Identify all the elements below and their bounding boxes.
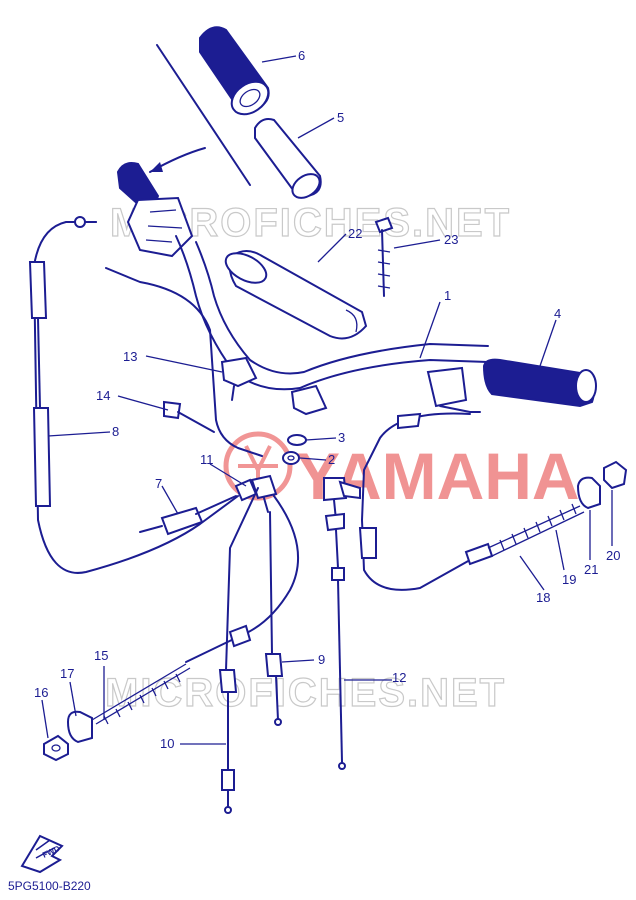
part-12-cable [323,477,361,770]
part-22-grip-pad [224,250,368,340]
callout-11: 11 [200,452,214,467]
part-19-spring [487,503,585,557]
part-2-nut [282,451,300,465]
callout-15: 15 [94,648,108,663]
part-8-clutch-cable [28,216,239,574]
part-17-bushing [66,710,93,744]
callout-5: 5 [337,110,344,125]
left-grip-assembly [116,162,194,258]
callout-16: 16 [34,685,48,700]
callout-7: 7 [155,476,162,491]
callout-2: 2 [328,452,335,467]
callout-8: 8 [112,424,119,439]
callout-10: 10 [160,736,174,751]
callout-18: 18 [536,590,550,605]
part-16-nut [43,734,69,762]
part-7-adjuster [139,478,258,536]
callout-20: 20 [606,548,620,563]
callout-21: 21 [584,562,598,577]
part-15-cable [91,495,300,725]
forward-arrow-icon [20,834,64,874]
callout-1: 1 [444,288,451,303]
part-6-grip [199,26,270,116]
part-23-bolt [374,216,394,297]
callout-22: 22 [348,226,362,241]
callout-17: 17 [60,666,74,681]
callout-6: 6 [298,48,305,63]
callout-12: 12 [392,670,406,685]
part-10-throttle-cable [218,487,259,814]
part-14-cable [105,267,263,457]
callout-4: 4 [554,306,561,321]
part-3-washer [287,434,307,446]
reference-arrow [149,44,251,186]
part-21-bushing [576,476,601,510]
part-13-holder [220,356,258,401]
watermark-bottom: MICROFICHES.NET [105,671,506,715]
part-18-brake-cable [358,412,494,591]
callout-13: 13 [123,349,137,364]
callout-19: 19 [562,572,576,587]
part-20-nut [603,460,628,490]
leader-lines [41,55,613,745]
callout-23: 23 [444,232,458,247]
callout-9: 9 [318,652,325,667]
part-4-right-grip [426,358,597,413]
callout-14: 14 [96,388,110,403]
diagram-code: 5PG5100-B220 [8,879,91,893]
part-holder-right [290,384,328,416]
part-5-throttle-tube [254,118,322,199]
callout-3: 3 [338,430,345,445]
part-9-cable [264,511,284,726]
brand-wordmark: YAMAHA [296,439,580,513]
